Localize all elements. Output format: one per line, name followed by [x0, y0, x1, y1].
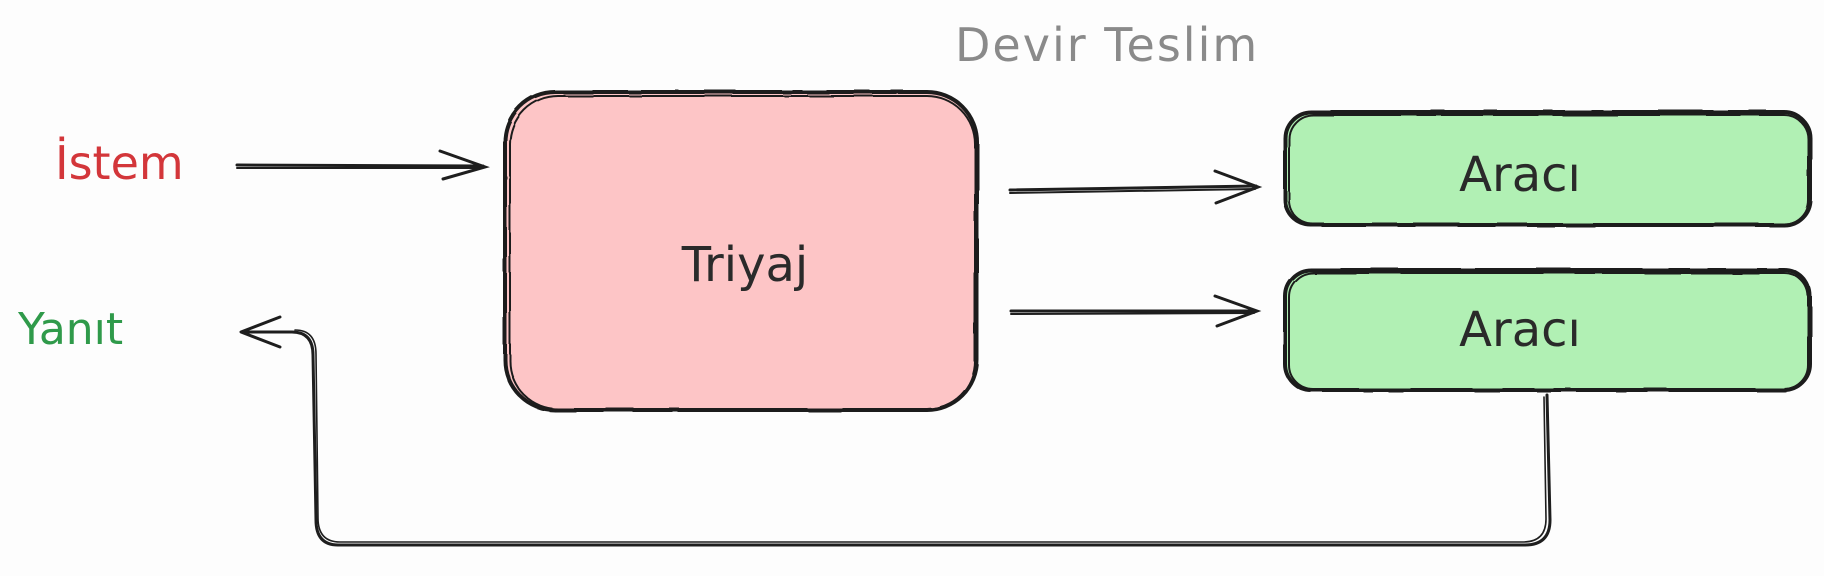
handoff-label: Devir Teslim [955, 18, 1260, 72]
arrow-agent-to-output [239, 315, 1552, 547]
input-label: İstem [55, 136, 184, 190]
arrow-input-to-triage [235, 149, 490, 181]
agent-label-2: Aracı [1459, 302, 1581, 358]
agent-box-1 [1283, 110, 1812, 227]
agent-box-2 [1283, 268, 1812, 392]
arrow-triage-to-agent-2 [1009, 294, 1262, 328]
agent-label-1: Aracı [1459, 147, 1581, 203]
triage-box [503, 90, 979, 412]
arrow-triage-to-agent-1 [1008, 169, 1263, 205]
output-label: Yanıt [18, 304, 124, 355]
triage-label: Triyaj [681, 237, 809, 293]
